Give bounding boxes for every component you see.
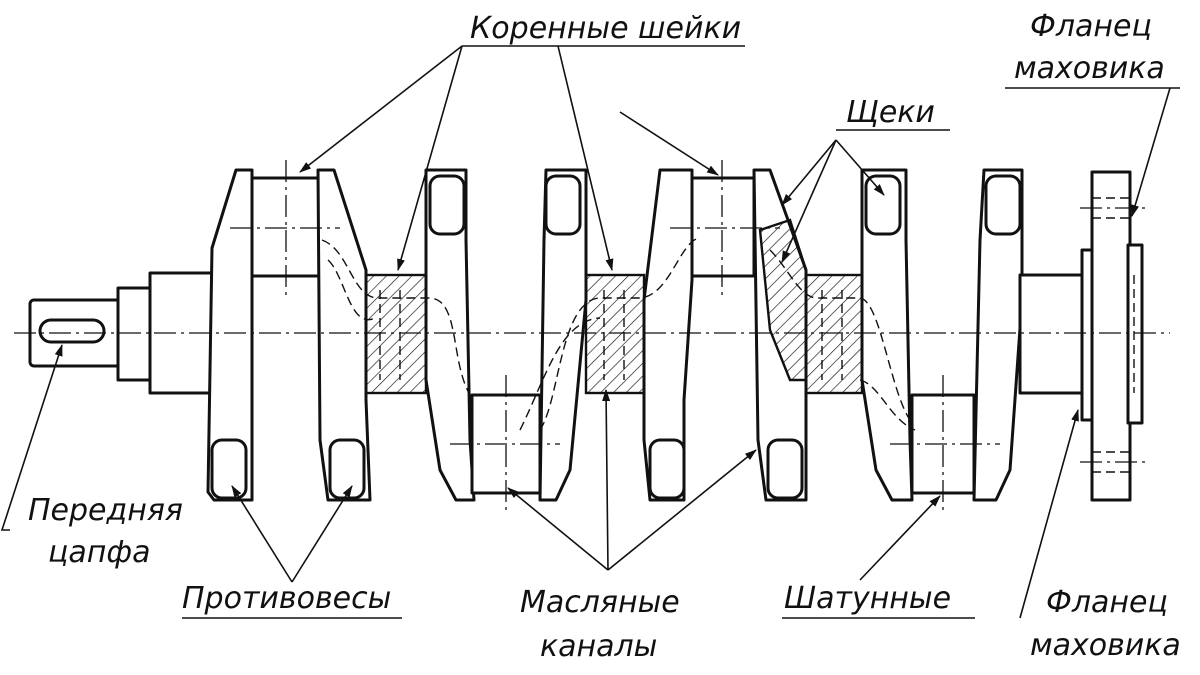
web-7-lobe [864,174,902,236]
oil-leader-3 [607,449,757,571]
web-4-lobe [544,174,582,236]
main-journal-1 [250,176,322,278]
main-journals-leader-2 [397,45,463,271]
label-flange-bottom-2: маховика [1030,628,1181,663]
main-journals-leader-3 [557,45,614,271]
main-journals-leader-4 [619,111,719,176]
label-webs: Щеки [846,95,935,130]
web-7 [860,168,914,502]
label-front-journal-1: Передняя [28,493,183,528]
oil-channel-1b [327,259,376,321]
counterweight-2 [328,438,366,500]
counterweights-leader-1 [231,485,293,583]
web-3 [424,168,476,502]
main-journals-leader-1 [299,45,463,173]
oil-channels [321,237,916,431]
web-8-lobe [984,174,1022,236]
label-front-journal-2: цапфа [48,535,150,570]
label-oil-channels-2: каналы [540,629,657,664]
flange-bottom-leader [1019,409,1079,619]
labels: Коренные шейки Фланец маховика Щеки Пере… [28,9,1181,664]
center-lines [14,160,1170,510]
web-4 [538,168,588,502]
web-8 [972,168,1024,502]
label-flange-top-2: маховика [1014,51,1165,86]
main-journal-3 [690,176,756,278]
webs-leader-3 [835,139,885,196]
web-2 [316,168,372,502]
keyway-slot [38,318,106,344]
crankpin-section-1 [364,273,428,395]
crankpins-leader [859,495,941,581]
front-step [116,286,154,382]
label-flange-top-1: Фланец [1030,9,1152,44]
oil-channel-1a [321,239,471,396]
web-1 [206,168,254,502]
webs-leader-2 [781,139,837,263]
label-flange-bottom-1: Фланец [1046,585,1168,620]
web-5 [642,168,694,502]
counterweight-5 [648,438,686,500]
counterweight-1 [210,438,248,500]
webs-leader-1 [781,139,837,206]
shaft-body [28,168,1144,502]
flange-hub [1126,243,1144,425]
front-journal-leader [0,344,63,531]
rear-journal [1018,273,1086,395]
oil-channel-3 [769,249,911,421]
label-crankpins: Шатунные [784,581,951,616]
oil-channel-2b [519,317,601,431]
oil-channel-3b [859,379,916,431]
web-3-lobe [428,174,466,236]
label-counterweights: Противовесы [182,581,391,616]
label-oil-channels-1: Масляные [520,585,680,620]
oil-leader-2 [602,389,611,571]
counterweights-leader-2 [291,485,353,583]
flywheel-flange [1090,170,1132,502]
crankpin-section-3 [804,273,864,395]
label-main-journals: Коренные шейки [470,11,741,46]
flange-top-leader [1131,87,1171,217]
counterweight-6 [766,438,804,500]
oil-leader-1 [507,487,609,571]
leaders [0,45,1180,619]
main-journal-section [584,273,646,395]
